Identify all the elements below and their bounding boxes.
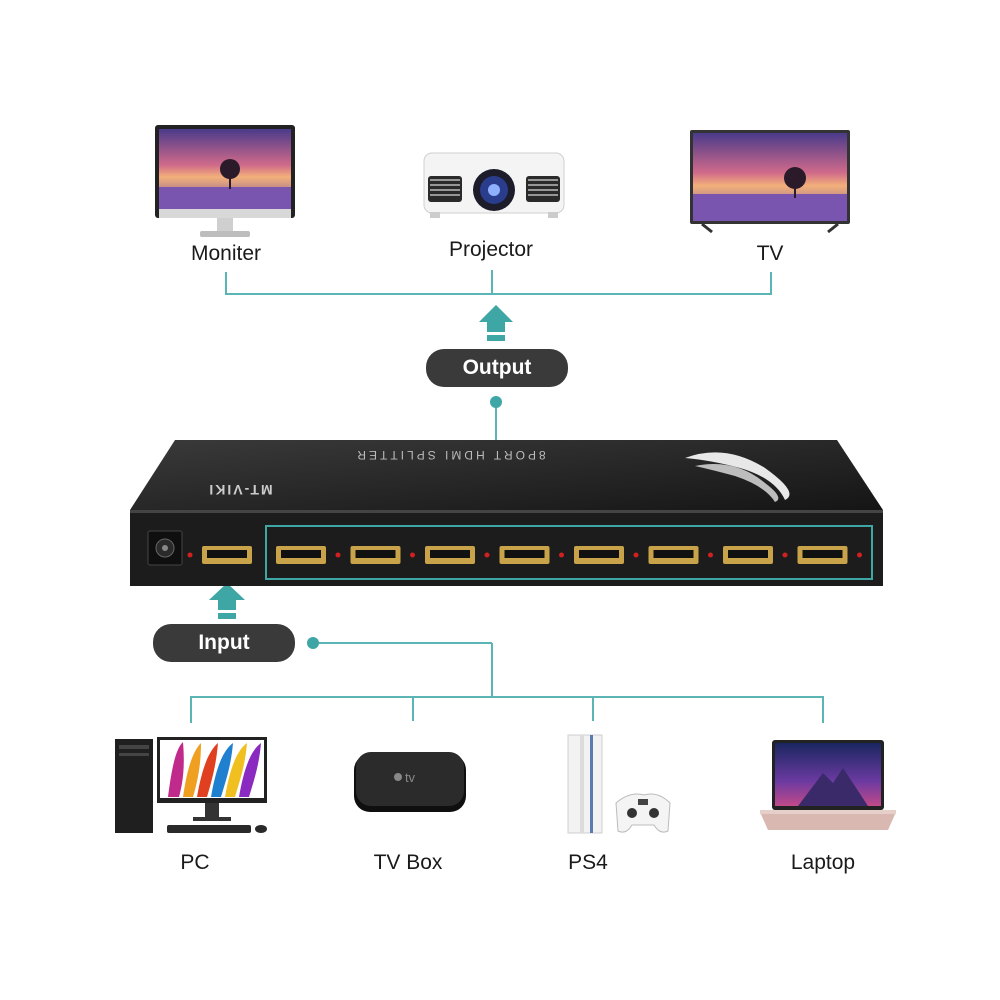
port-led-icon — [559, 552, 564, 558]
hdmi-output-port — [797, 546, 848, 564]
port-led-icon — [708, 552, 713, 558]
output-badge: Output — [426, 349, 568, 387]
port-led-icon — [335, 552, 341, 558]
port-led-icon — [633, 552, 639, 558]
device-brand: MT-VIKI — [207, 482, 273, 498]
hdmi-output-port — [574, 546, 624, 564]
hdmi-output-port — [425, 546, 475, 564]
hdmi-output-port — [723, 546, 773, 564]
input-label-pc: PC — [180, 851, 210, 874]
tv-box-logo: tv — [405, 770, 416, 785]
monitor-icon — [155, 125, 295, 237]
hdmi-output-port — [499, 546, 550, 564]
device-top-text: 8PORT HDMI SPLITTER — [354, 448, 546, 462]
input-label-laptop: Laptop — [790, 851, 856, 874]
input-badge: Input — [153, 624, 295, 662]
input-arrow-icon — [209, 583, 245, 619]
tv-box-icon: tv — [354, 752, 466, 812]
hdmi-output-port — [648, 546, 699, 564]
port-led-icon — [410, 552, 415, 558]
input-label-tv-box: TV Box — [373, 851, 443, 874]
output-arrow-icon — [479, 305, 513, 341]
port-led-icon — [484, 552, 490, 558]
hdmi-output-port — [276, 546, 326, 564]
hdmi-output-port — [350, 546, 401, 564]
input-label-ps4: PS4 — [568, 851, 608, 874]
laptop-icon — [760, 740, 896, 830]
hdmi-splitter-device — [130, 440, 883, 586]
output-label-tv: TV — [756, 242, 784, 265]
port-led-icon — [857, 552, 862, 558]
output-label-projector: Projector — [448, 238, 534, 261]
pc-icon — [115, 737, 267, 833]
output-label-moniter: Moniter — [190, 242, 262, 265]
projector-icon — [423, 152, 565, 218]
port-led-icon — [782, 552, 788, 558]
ps4-icon — [567, 734, 671, 834]
tv-icon — [690, 130, 850, 234]
